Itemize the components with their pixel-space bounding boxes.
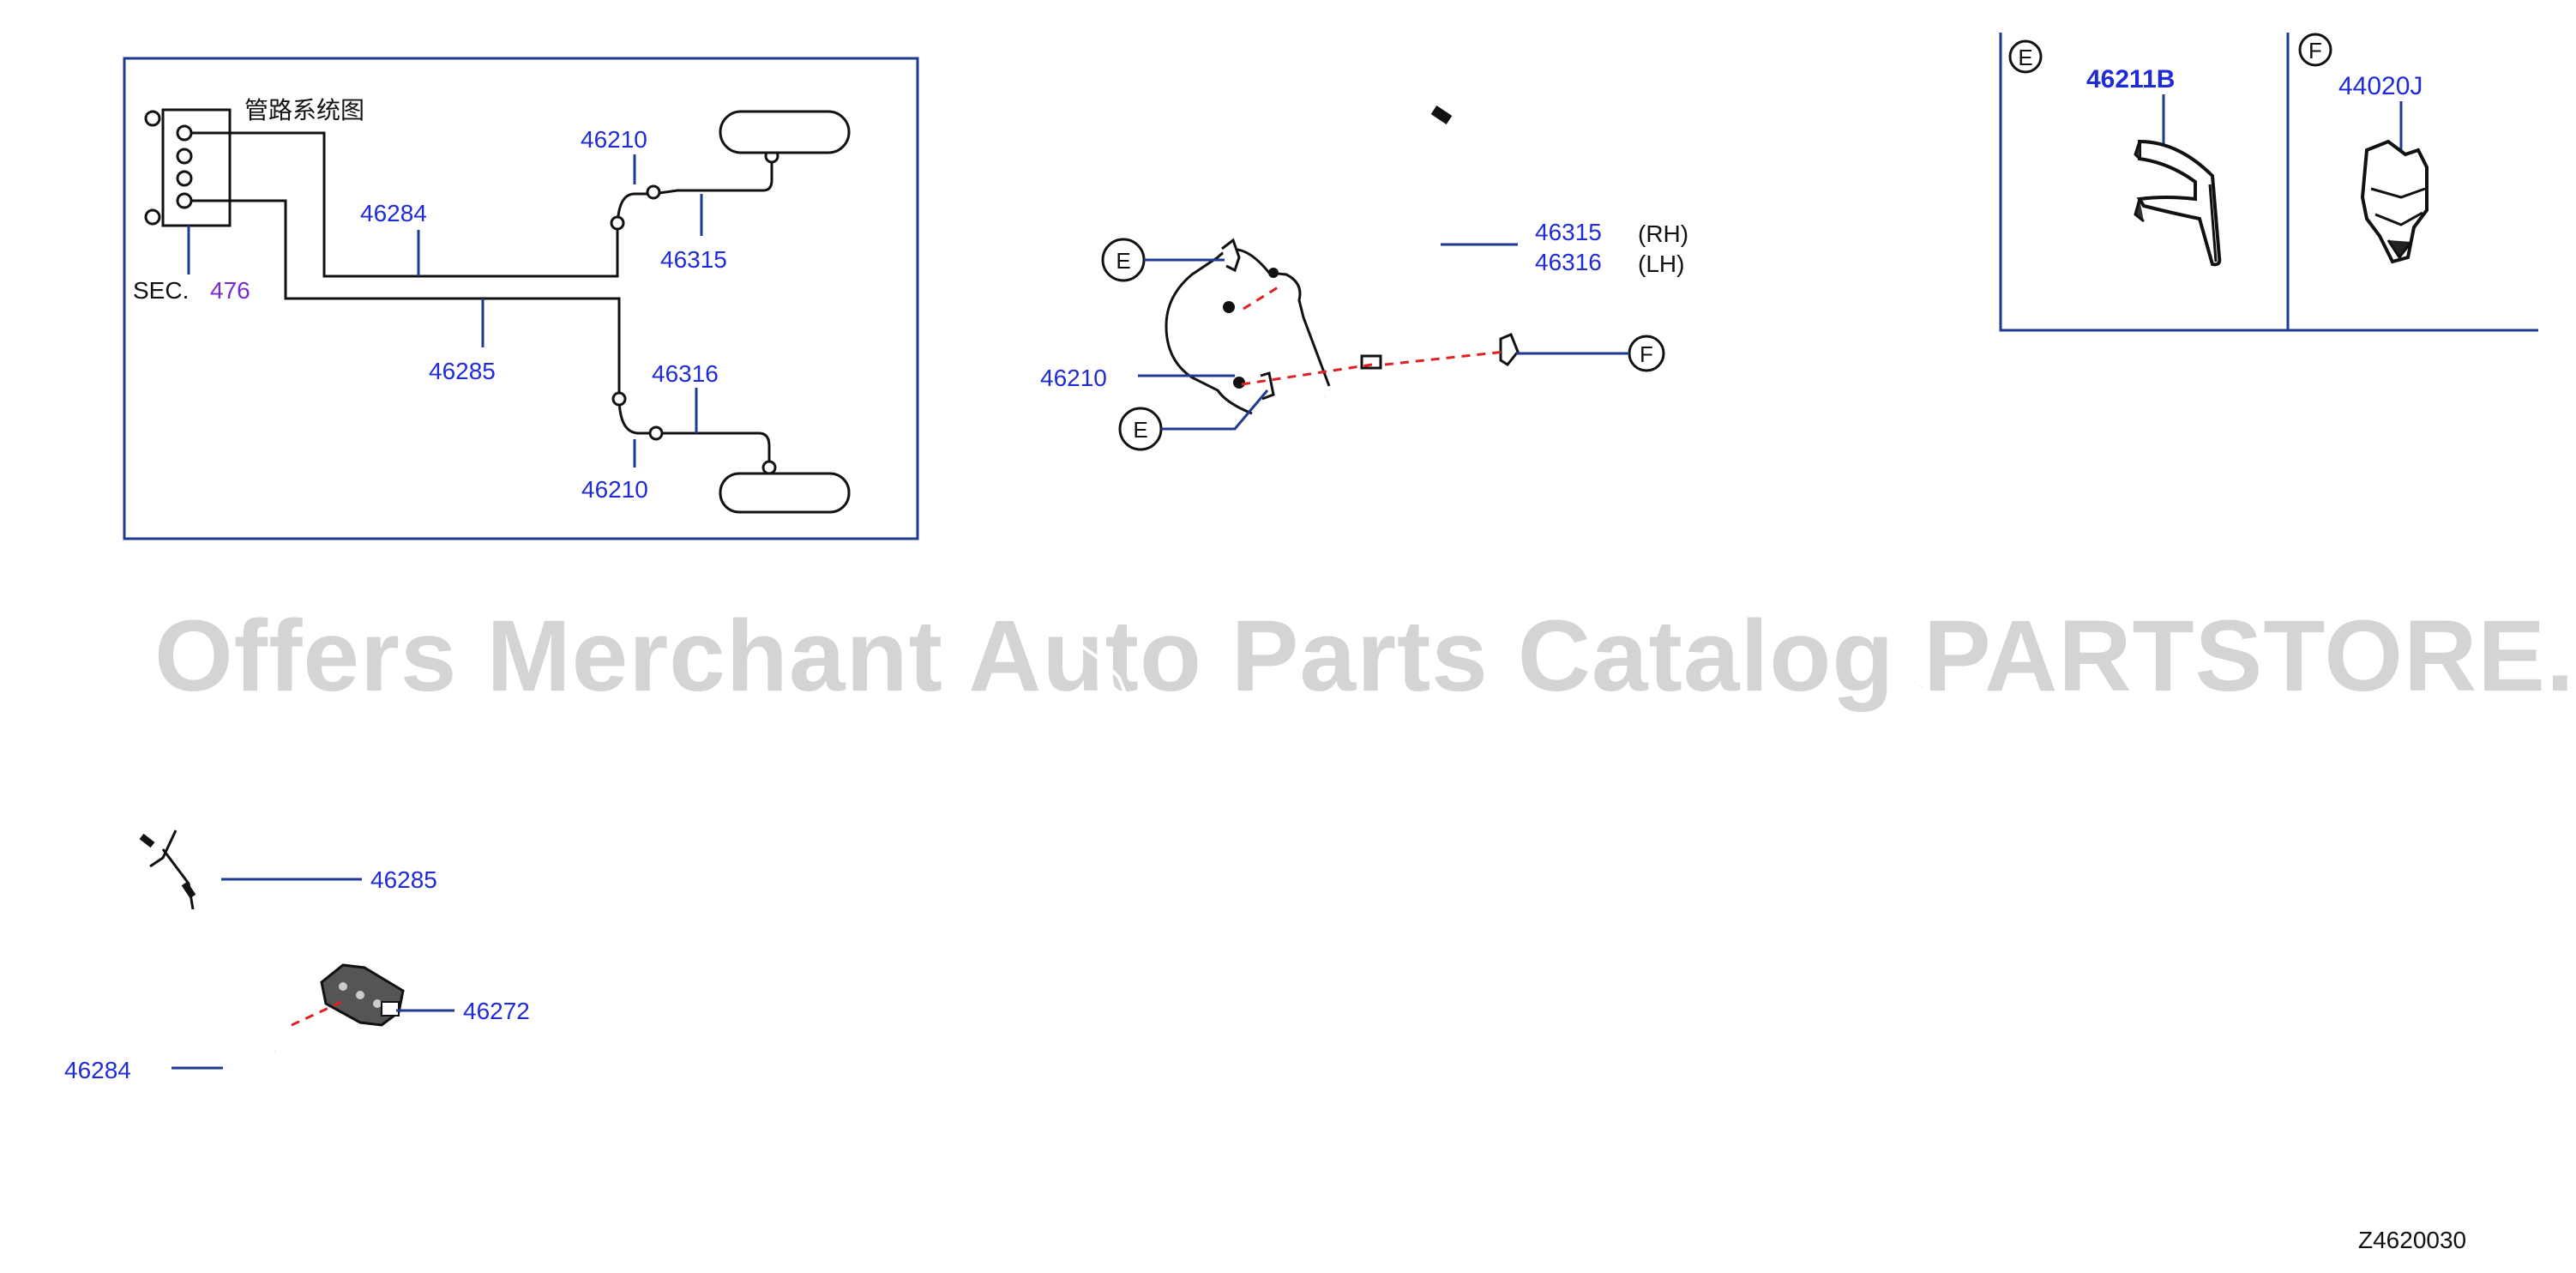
- piping-schematic-inset: 管路系统图 SEC. 476 46284 46285 46210: [123, 57, 919, 540]
- inset-label-46316[interactable]: 46316: [652, 360, 719, 387]
- clip-e-shape-upper: [1221, 238, 1241, 273]
- label-rh: (RH): [1638, 220, 1688, 247]
- main-callouts: E E F 46210 46315 46316 (RH) (LH) 46285 …: [64, 219, 1688, 1083]
- clip-f-shape: [1499, 333, 1520, 366]
- callout-f[interactable]: F: [1628, 335, 1665, 372]
- inset-label-46210-top[interactable]: 46210: [581, 126, 647, 153]
- label-46284[interactable]: 46284: [64, 1057, 131, 1083]
- front-wheel-symbol: [719, 110, 851, 154]
- inset-frame: [123, 57, 919, 540]
- clip-f-marker: F: [2298, 33, 2332, 67]
- label-46316[interactable]: 46316: [1535, 249, 1602, 275]
- callout-e-upper[interactable]: E: [1101, 238, 1146, 282]
- label-46210[interactable]: 46210: [1040, 365, 1107, 391]
- callout-e-lower[interactable]: E: [1118, 407, 1163, 451]
- svg-text:E: E: [1116, 248, 1130, 274]
- svg-text:E: E: [2018, 45, 2032, 70]
- clip-e-shape-lower: [1260, 371, 1275, 401]
- sec-number[interactable]: 476: [210, 277, 250, 304]
- inset-label-46285[interactable]: 46285: [429, 358, 496, 384]
- connector-dashes: [291, 283, 1506, 1027]
- inset-label-46284[interactable]: 46284: [360, 200, 427, 226]
- diagram-code: Z4620030: [2358, 1227, 2466, 1253]
- upper-pipe-flare-nut: [1430, 106, 1453, 124]
- clip-f-drawing: [2360, 139, 2429, 264]
- label-46315[interactable]: 46315: [1535, 219, 1602, 245]
- rear-pipe-fitting: [139, 833, 196, 899]
- clip-detail-panel: E F 46211B 44020J: [1999, 33, 2538, 332]
- svg-text:F: F: [2308, 38, 2322, 63]
- label-46285[interactable]: 46285: [370, 866, 437, 893]
- label-46272[interactable]: 46272: [463, 998, 530, 1024]
- main-brake-pipe-assembly: [139, 106, 1928, 1173]
- inset-title: 管路系统图: [244, 97, 364, 124]
- inset-label-46210-bottom[interactable]: 46210: [581, 476, 648, 503]
- label-lh: (LH): [1638, 250, 1684, 277]
- svg-text:E: E: [1133, 417, 1147, 443]
- rear-wheel-symbol: [719, 472, 851, 514]
- sec-prefix: SEC.: [133, 277, 189, 304]
- clip-e-marker: E: [2008, 39, 2043, 74]
- svg-text:F: F: [1640, 341, 1653, 367]
- clip-f-part-number[interactable]: 44020J: [2338, 72, 2423, 100]
- clip-e-drawing: [2134, 139, 2222, 267]
- three-way-connector-46272: [320, 963, 405, 1027]
- inset-label-46315[interactable]: 46315: [660, 246, 727, 273]
- clip-e-part-number[interactable]: 46211B: [2086, 65, 2175, 94]
- watermark: Offers Merchant Auto Parts Catalog PARTS…: [154, 600, 2576, 713]
- master-cylinder-block: [161, 108, 232, 227]
